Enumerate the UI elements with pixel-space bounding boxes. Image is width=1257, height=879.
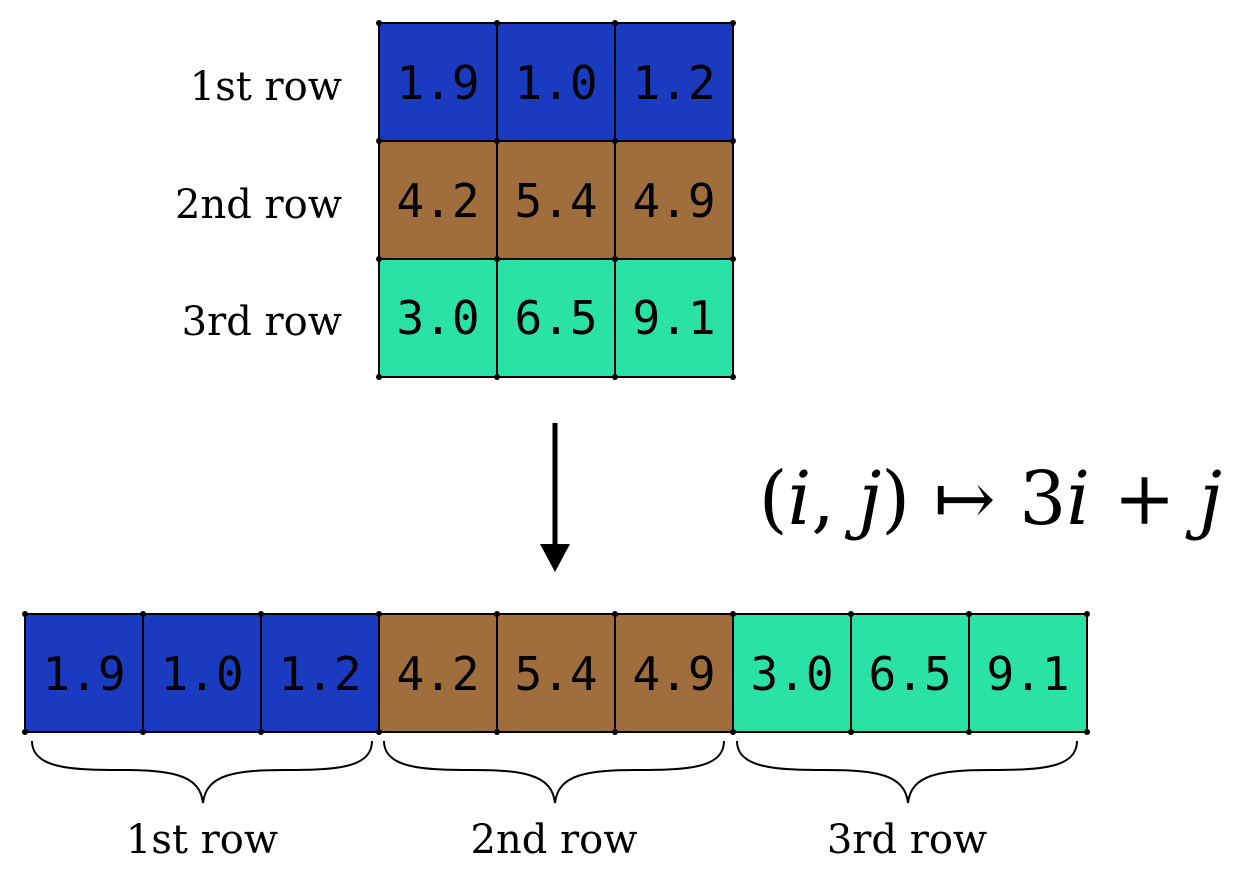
matrix-row-label-3: 3rd row xyxy=(182,299,342,345)
formula-i-2: i xyxy=(1066,456,1090,542)
flat-group-label-2: 2nd row xyxy=(471,817,638,863)
flat-value-9: 9.1 xyxy=(986,647,1069,701)
flat-cell-8 xyxy=(850,613,970,733)
matrix-row-label-2: 2nd row xyxy=(175,182,342,228)
curly-brace-icon-1 xyxy=(31,740,373,804)
curly-brace-icon-3 xyxy=(736,740,1078,804)
matrix-row-label-1: 1st row xyxy=(190,64,342,110)
matrix-value-1-1: 1.9 xyxy=(396,56,479,110)
matrix-value-2-2: 5.4 xyxy=(514,174,597,228)
matrix-row-1: 1st row 1.9 1.0 1.2 xyxy=(190,22,734,142)
matrix-cell-1-3 xyxy=(614,22,734,142)
matrix-cell-3-1 xyxy=(378,258,498,378)
formula-comma: , xyxy=(811,456,858,542)
flat-value-7: 3.0 xyxy=(750,647,833,701)
formula-close-paren: ) xyxy=(881,456,910,542)
flat-grid-dots xyxy=(22,611,1090,735)
formula-maps-to: ↦ xyxy=(910,456,1019,542)
matrix-cell-3-2 xyxy=(496,258,616,378)
matrix-value-2-1: 4.2 xyxy=(396,174,479,228)
matrix-row-3: 3rd row 3.0 6.5 9.1 xyxy=(182,258,734,378)
flat-group-label-1: 1st row xyxy=(126,817,278,863)
flat-value-2: 1.0 xyxy=(160,647,243,701)
down-arrow-icon xyxy=(540,423,570,572)
flat-value-1: 1.9 xyxy=(42,647,125,701)
formula-i: i xyxy=(788,456,812,542)
flat-cell-7 xyxy=(732,613,852,733)
matrix: 1st row 1.9 1.0 1.2 2nd row 4.2 5.4 4.9 … xyxy=(175,20,736,380)
flat-value-4: 4.2 xyxy=(396,647,479,701)
flat-value-5: 5.4 xyxy=(514,647,597,701)
flat-cell-3 xyxy=(260,613,380,733)
matrix-cell-1-1 xyxy=(378,22,498,142)
curly-brace-icon-2 xyxy=(383,740,725,804)
flat-cell-2 xyxy=(142,613,262,733)
flat-group-label-3: 3rd row xyxy=(827,817,987,863)
matrix-cell-2-3 xyxy=(614,140,734,260)
formula-plus: + xyxy=(1090,456,1199,542)
flat-value-8: 6.5 xyxy=(868,647,951,701)
flat-value-3: 1.2 xyxy=(278,647,361,701)
matrix-value-3-1: 3.0 xyxy=(396,291,479,345)
formula-open-paren: ( xyxy=(759,456,788,542)
matrix-value-3-2: 6.5 xyxy=(514,291,597,345)
matrix-cell-3-3 xyxy=(614,258,734,378)
flat-cell-9 xyxy=(968,613,1088,733)
matrix-value-2-3: 4.9 xyxy=(632,174,715,228)
matrix-grid-dots xyxy=(376,20,736,380)
flat-value-6: 4.9 xyxy=(632,647,715,701)
flat-cell-6 xyxy=(614,613,734,733)
mapping-formula: (i, j) ↦ 3i + j xyxy=(759,456,1222,542)
flat-array: 1.9 1.0 1.2 4.2 5.4 4.9 3.0 6.5 9.1 xyxy=(22,611,1090,735)
flat-cell-4 xyxy=(378,613,498,733)
matrix-value-1-2: 1.0 xyxy=(514,56,597,110)
matrix-value-1-3: 1.2 xyxy=(632,56,715,110)
matrix-value-3-3: 9.1 xyxy=(632,291,715,345)
flat-cell-1 xyxy=(24,613,144,733)
matrix-row-2: 2nd row 4.2 5.4 4.9 xyxy=(175,140,734,260)
formula-coefficient: 3 xyxy=(1019,456,1066,542)
matrix-cell-1-2 xyxy=(496,22,616,142)
